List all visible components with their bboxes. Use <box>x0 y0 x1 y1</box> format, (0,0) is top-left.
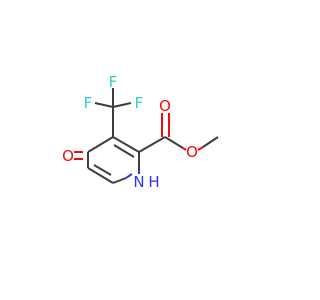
ester-bonds <box>138 113 219 153</box>
atom-f-left: F <box>84 94 93 112</box>
bond-ccf3-f-left <box>94 102 114 108</box>
bond-n1-c6-n-part <box>125 173 133 179</box>
atom-labels: O F F F O O N H <box>62 73 198 191</box>
atom-f-right: F <box>135 94 144 112</box>
bond-cester-o-ester <box>164 136 184 149</box>
bond-o-ester-ch3 <box>202 136 219 148</box>
keto-bond <box>74 151 83 160</box>
molecule-structure-diagram: O F F F O O N H <box>62 73 219 191</box>
atom-o-ester: O <box>186 143 198 161</box>
bond-n1-c6 <box>112 177 127 184</box>
bond-cester-o-ester-o-part <box>182 147 187 151</box>
bond-c2-cester <box>138 136 166 153</box>
atom-h-ring: H <box>148 173 159 191</box>
atom-o-keto: O <box>62 147 74 165</box>
atom-f-top: F <box>109 73 118 91</box>
bond-c4-c3 <box>87 136 114 153</box>
trifluoromethyl-bonds <box>94 88 132 137</box>
bond-o-ester-ch3-o-part <box>197 146 204 151</box>
atom-n-ring: N <box>133 173 144 191</box>
bond-c6-c5-double <box>93 164 112 176</box>
bond-c3-c2 <box>112 136 140 153</box>
bond-c6-c5 <box>87 167 114 184</box>
atom-o-carbonyl: O <box>159 97 171 115</box>
bond-c3-c2-double <box>113 144 135 158</box>
pyridinone-ring-bonds <box>87 136 140 184</box>
bond-ccf3-f-right <box>112 102 132 108</box>
